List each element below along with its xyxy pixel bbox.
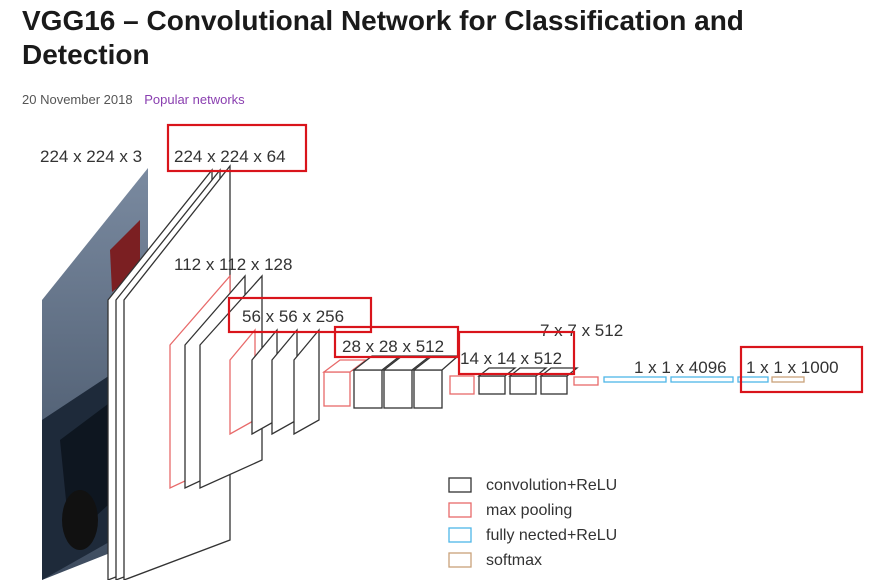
legend-item-pool: max pooling bbox=[448, 502, 572, 519]
softmax-layer bbox=[771, 376, 805, 383]
highlight-conv1 bbox=[166, 123, 308, 173]
vgg16-architecture-diagram: 224 x 224 x 3 224 x 224 x 64 112 x 112 x… bbox=[0, 118, 869, 580]
pool5-block bbox=[573, 376, 599, 386]
label-conv4: 28 x 28 x 512 bbox=[342, 337, 444, 356]
legend-label-pool: max pooling bbox=[486, 502, 572, 519]
legend: convolution+ReLU max pooling fully necte… bbox=[448, 477, 617, 569]
legend-label-fc: fully nected+ReLU bbox=[486, 527, 617, 544]
label-input: 224 x 224 x 3 bbox=[40, 147, 142, 166]
conv3-block bbox=[229, 328, 320, 436]
label-output: 1 x 1 x 1000 bbox=[746, 358, 839, 377]
conv5-block bbox=[449, 367, 579, 395]
label-fc: 1 x 1 x 4096 bbox=[634, 358, 727, 377]
article-title: VGG16 – Convolutional Network for Classi… bbox=[22, 5, 744, 70]
conv4-block bbox=[322, 355, 460, 409]
article-meta: 20 November 2018 Popular networks bbox=[22, 92, 245, 107]
category-link[interactable]: Popular networks bbox=[144, 92, 245, 107]
highlight-conv5 bbox=[457, 330, 576, 376]
legend-item-fc: fully nected+ReLU bbox=[448, 527, 617, 544]
legend-label-conv: convolution+ReLU bbox=[486, 477, 617, 494]
highlight-output bbox=[739, 345, 864, 394]
label-conv5: 14 x 14 x 512 bbox=[460, 349, 562, 368]
label-conv2: 112 x 112 x 128 bbox=[174, 255, 292, 274]
architecture-svg: 224 x 224 x 3 224 x 224 x 64 112 x 112 x… bbox=[40, 123, 864, 580]
legend-item-conv: convolution+ReLU bbox=[448, 477, 617, 494]
label-pool5: 7 x 7 x 512 bbox=[540, 321, 623, 340]
label-conv1: 224 x 224 x 64 bbox=[174, 147, 286, 166]
fc-layers bbox=[603, 376, 769, 383]
label-conv3: 56 x 56 x 256 bbox=[242, 307, 344, 326]
legend-item-softmax: softmax bbox=[448, 552, 542, 569]
article-date: 20 November 2018 bbox=[22, 92, 133, 107]
legend-label-softmax: softmax bbox=[486, 552, 542, 569]
highlight-conv3 bbox=[227, 296, 373, 334]
